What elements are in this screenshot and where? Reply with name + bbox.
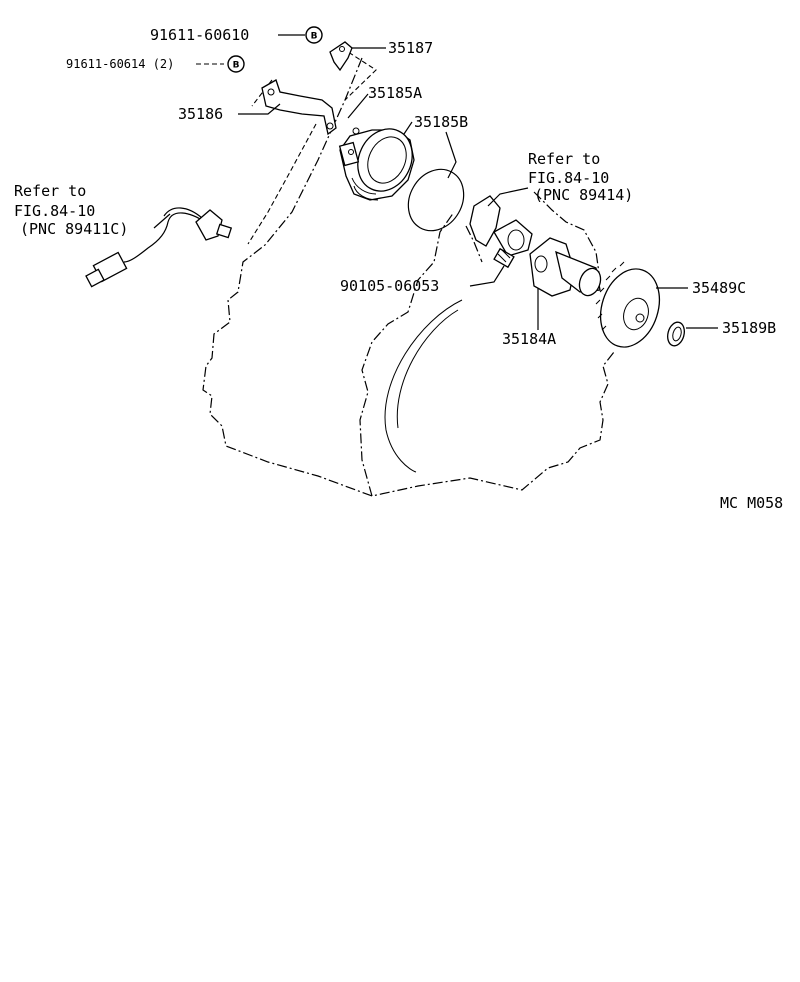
callout-35185B: 35185B [414,113,468,131]
speedometer-shaft-plate [469,195,533,257]
svg-text:Refer to: Refer to [528,150,600,168]
part-35489C-gear [595,261,661,348]
leader-lines [153,34,718,330]
callout-35185A: 35185A [368,84,422,102]
callout-35187: 35187 [388,39,433,57]
callout-35489C: 35489C [692,279,746,297]
part-35185A-release-cylinder [338,127,415,201]
svg-text:Refer to: Refer to [14,182,86,200]
part-35184A-shaft [529,237,602,297]
svg-text:B: B [311,32,318,42]
figure-code: MC M058 [720,494,783,512]
reference-note-shaft: Refer to FIG.84-10 (PNC 89414) [528,150,633,204]
svg-text:FIG.84-10: FIG.84-10 [528,169,609,187]
svg-text:B: B [233,61,240,71]
callout-91611-60610: 91611-60610 [150,26,249,44]
callout-90105-06053: 90105-06053 [340,277,439,295]
assembly-guide-lines [247,47,377,245]
transmission-case-outline [202,57,615,497]
svg-text:(PNC 89414): (PNC 89414) [534,186,633,204]
callout-35184A: 35184A [502,330,556,348]
reference-note-sensor: Refer to FIG.84-10 (PNC 89411C) [14,182,128,238]
callout-91611-60614: 91611-60614 (2) [66,57,174,71]
svg-text:FIG.84-10: FIG.84-10 [14,202,95,220]
callout-35186: 35186 [178,105,223,123]
speed-sensor-assembly [85,207,233,288]
part-35185B-o-ring [407,168,465,232]
part-35187-bracket [329,41,353,72]
part-90105-06053-bolt [493,247,515,269]
callout-35189B: 35189B [722,319,776,337]
part-35186-bracket [261,79,337,136]
bolt-grade-badge-1: B [305,26,323,44]
svg-text:(PNC 89411C): (PNC 89411C) [20,220,128,238]
part-35189B-clip [667,321,685,347]
bolt-grade-badge-2: B [227,55,245,73]
callout-labels: 91611-60610 35187 91611-60614 (2) 35185A… [66,26,776,348]
